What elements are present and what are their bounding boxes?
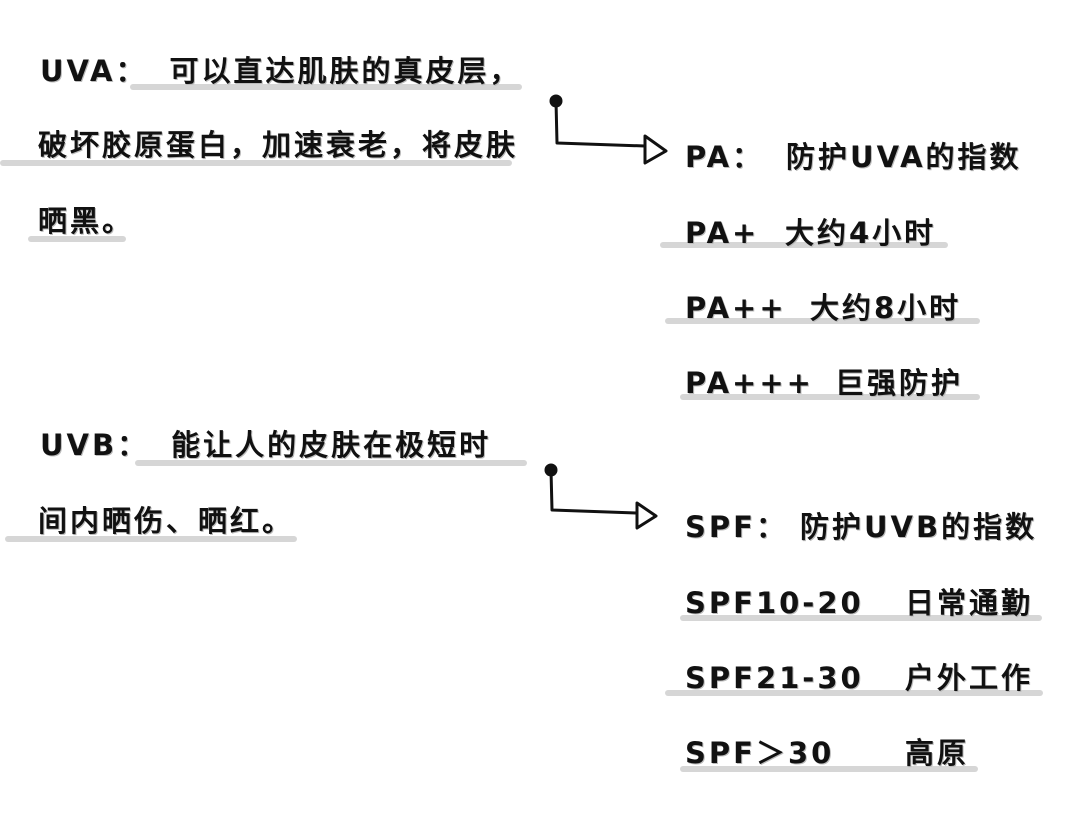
spf-value: 日常通勤 xyxy=(905,586,1034,620)
highlight-stroke xyxy=(28,236,126,242)
uvb-line-1: UVB： 能让人的皮肤在极短时 xyxy=(40,422,491,464)
pa-row: PA+++ 巨强防护 xyxy=(685,360,963,402)
pa-row: PA： 防护UVA的指数 xyxy=(685,134,1022,176)
highlight-stroke xyxy=(680,615,1042,621)
highlight-stroke xyxy=(660,242,948,248)
arrow-uva-to-pa xyxy=(549,94,668,165)
spf-row: SPF： 防护UVB的指数 xyxy=(685,504,1037,546)
spf-value: 防护UVB的指数 xyxy=(800,510,1038,544)
spf-key: SPF： xyxy=(685,510,788,544)
pa-row: PA+ 大约4小时 xyxy=(685,210,936,252)
pa-key: PA+++ xyxy=(685,366,814,400)
highlight-stroke xyxy=(680,394,980,400)
spf-value: 户外工作 xyxy=(905,661,1034,695)
pa-value: 防护UVA的指数 xyxy=(786,140,1022,174)
pa-value: 大约8小时 xyxy=(810,291,962,325)
highlight-stroke xyxy=(0,160,512,166)
uvb-line-2: 间内晒伤、晒红。 xyxy=(38,504,295,538)
highlight-stroke xyxy=(680,766,978,772)
uva-text: 可以直达肌肤的真皮层， xyxy=(169,54,522,88)
highlight-stroke xyxy=(130,84,522,90)
highlight-stroke xyxy=(135,460,527,466)
spf-key: SPF10-20 xyxy=(685,586,864,620)
uvb-label: UVB： xyxy=(40,428,150,462)
pa-key: PA： xyxy=(685,140,765,174)
uvb-text: 能让人的皮肤在极短时 xyxy=(171,428,492,462)
uva-line-2: 破坏胶原蛋白，加速衰老，将皮肤 xyxy=(38,128,519,162)
pa-value: 大约4小时 xyxy=(785,216,937,250)
spf-key: SPF21-30 xyxy=(685,661,864,695)
arrow-uvb-to-spf xyxy=(544,463,658,530)
spf-row: SPF＞30 高原 xyxy=(685,730,969,772)
spf-key: SPF＞30 xyxy=(685,736,835,770)
spf-value: 高原 xyxy=(905,736,970,770)
spf-row: SPF10-20 日常通勤 xyxy=(685,580,1033,622)
highlight-stroke xyxy=(5,536,297,542)
highlight-stroke xyxy=(665,690,1043,696)
pa-key: PA++ xyxy=(685,291,787,325)
uva-line-3: 晒黑。 xyxy=(38,204,135,238)
spf-row: SPF21-30 户外工作 xyxy=(685,655,1033,697)
uva-label: UVA： xyxy=(40,54,148,88)
highlight-stroke xyxy=(665,318,980,324)
pa-value: 巨强防护 xyxy=(835,366,964,400)
pa-row: PA++ 大约8小时 xyxy=(685,285,961,327)
pa-key: PA+ xyxy=(685,216,760,250)
uva-line-1: UVA： 可以直达肌肤的真皮层， xyxy=(40,48,521,90)
